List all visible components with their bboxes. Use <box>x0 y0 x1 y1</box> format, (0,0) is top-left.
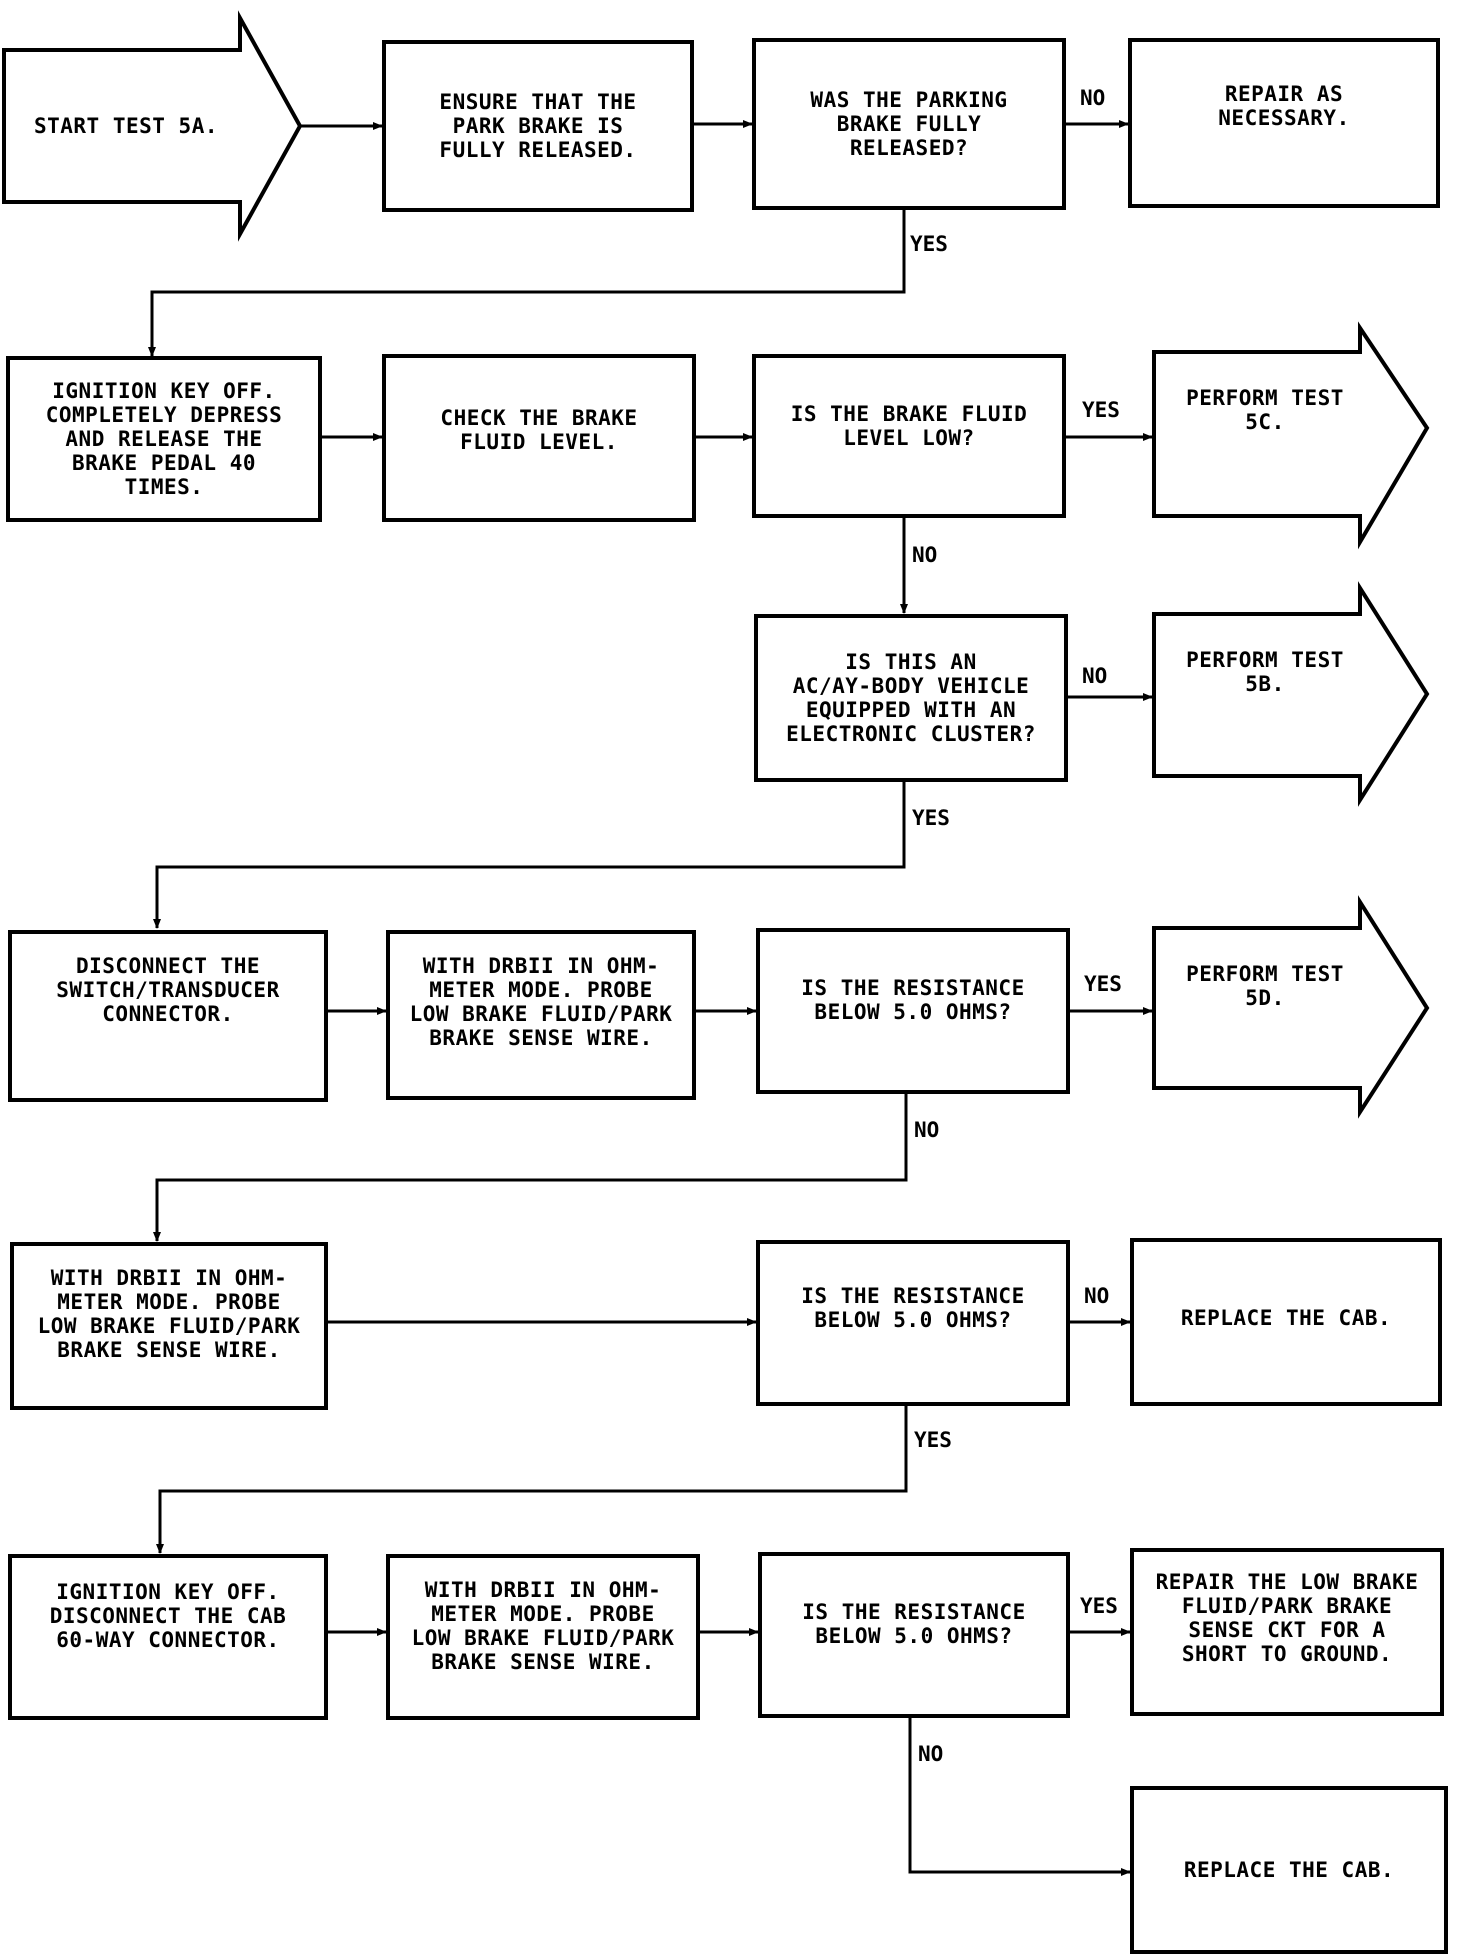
perform-test-5b-arrow-shape <box>1152 581 1430 807</box>
probe-3-box: WITH DRBII IN OHM- METER MODE. PROBE LOW… <box>386 1554 700 1720</box>
start-arrow-shape <box>2 10 303 242</box>
perform-test-5b-node: PERFORM TEST 5B. <box>1186 648 1344 696</box>
edge-label-yes-5: YES <box>914 1428 952 1452</box>
perform-test-5c-node: PERFORM TEST 5C. <box>1186 386 1344 434</box>
edge-label-yes-3: YES <box>912 806 950 830</box>
repair-short-box: REPAIR THE LOW BRAKE FLUID/PARK BRAKE SE… <box>1130 1548 1444 1716</box>
repair-as-necessary-box: REPAIR AS NECESSARY. <box>1128 38 1440 208</box>
replace-cab-2-box: REPLACE THE CAB. <box>1130 1786 1448 1954</box>
check-brake-fluid-box: CHECK THE BRAKE FLUID LEVEL. <box>382 354 696 522</box>
edge-label-no-5: NO <box>1084 1284 1110 1308</box>
ensure-park-brake-box: ENSURE THAT THE PARK BRAKE IS FULLY RELE… <box>382 40 694 212</box>
edge-label-yes-2: YES <box>1082 398 1120 422</box>
edge-acay-disconnect <box>153 782 906 929</box>
edge-res3-replace2 <box>908 1717 1131 1876</box>
edge-label-no-2: NO <box>912 543 938 567</box>
resistance-q2-box: IS THE RESISTANCE BELOW 5.0 OHMS? <box>756 1240 1070 1406</box>
probe-1-box: WITH DRBII IN OHM- METER MODE. PROBE LOW… <box>386 930 696 1100</box>
is-ac-ay-body-box: IS THIS AN AC/AY-BODY VEHICLE EQUIPPED W… <box>754 614 1068 782</box>
was-parking-brake-released-box: WAS THE PARKING BRAKE FULLY RELEASED? <box>752 38 1066 210</box>
perform-test-5d-arrow-shape <box>1152 895 1430 1119</box>
probe-2-box: WITH DRBII IN OHM- METER MODE. PROBE LOW… <box>10 1242 328 1410</box>
resistance-q1-box: IS THE RESISTANCE BELOW 5.0 OHMS? <box>756 928 1070 1094</box>
replace-cab-1-box: REPLACE THE CAB. <box>1130 1238 1442 1406</box>
ignition-key-off-depress-box: IGNITION KEY OFF. COMPLETELY DEPRESS AND… <box>6 356 322 522</box>
edge-label-yes-4: YES <box>1084 972 1122 996</box>
edge-label-no-1: NO <box>1080 86 1106 110</box>
perform-test-5d-node: PERFORM TEST 5D. <box>1186 962 1344 1010</box>
edge-res2-ignition2 <box>156 1405 908 1554</box>
edge-label-no-3: NO <box>1082 664 1108 688</box>
edge-label-yes-6: YES <box>1080 1594 1118 1618</box>
edge-label-no-6: NO <box>918 1742 944 1766</box>
start-node: START TEST 5A. <box>33 114 218 138</box>
is-brake-fluid-low-box: IS THE BRAKE FLUID LEVEL LOW? <box>752 354 1066 518</box>
disconnect-switch-box: DISCONNECT THE SWITCH/TRANSDUCER CONNECT… <box>8 930 328 1102</box>
edge-label-yes-1: YES <box>910 232 948 256</box>
perform-test-5c-arrow-shape <box>1152 321 1430 550</box>
edge-label-no-4: NO <box>914 1118 940 1142</box>
edge-question-ignition <box>148 210 906 357</box>
ignition-key-off-disconnect-box: IGNITION KEY OFF. DISCONNECT THE CAB 60-… <box>8 1554 328 1720</box>
edge-res1-probe2 <box>153 1093 908 1242</box>
resistance-q3-box: IS THE RESISTANCE BELOW 5.0 OHMS? <box>758 1552 1070 1718</box>
